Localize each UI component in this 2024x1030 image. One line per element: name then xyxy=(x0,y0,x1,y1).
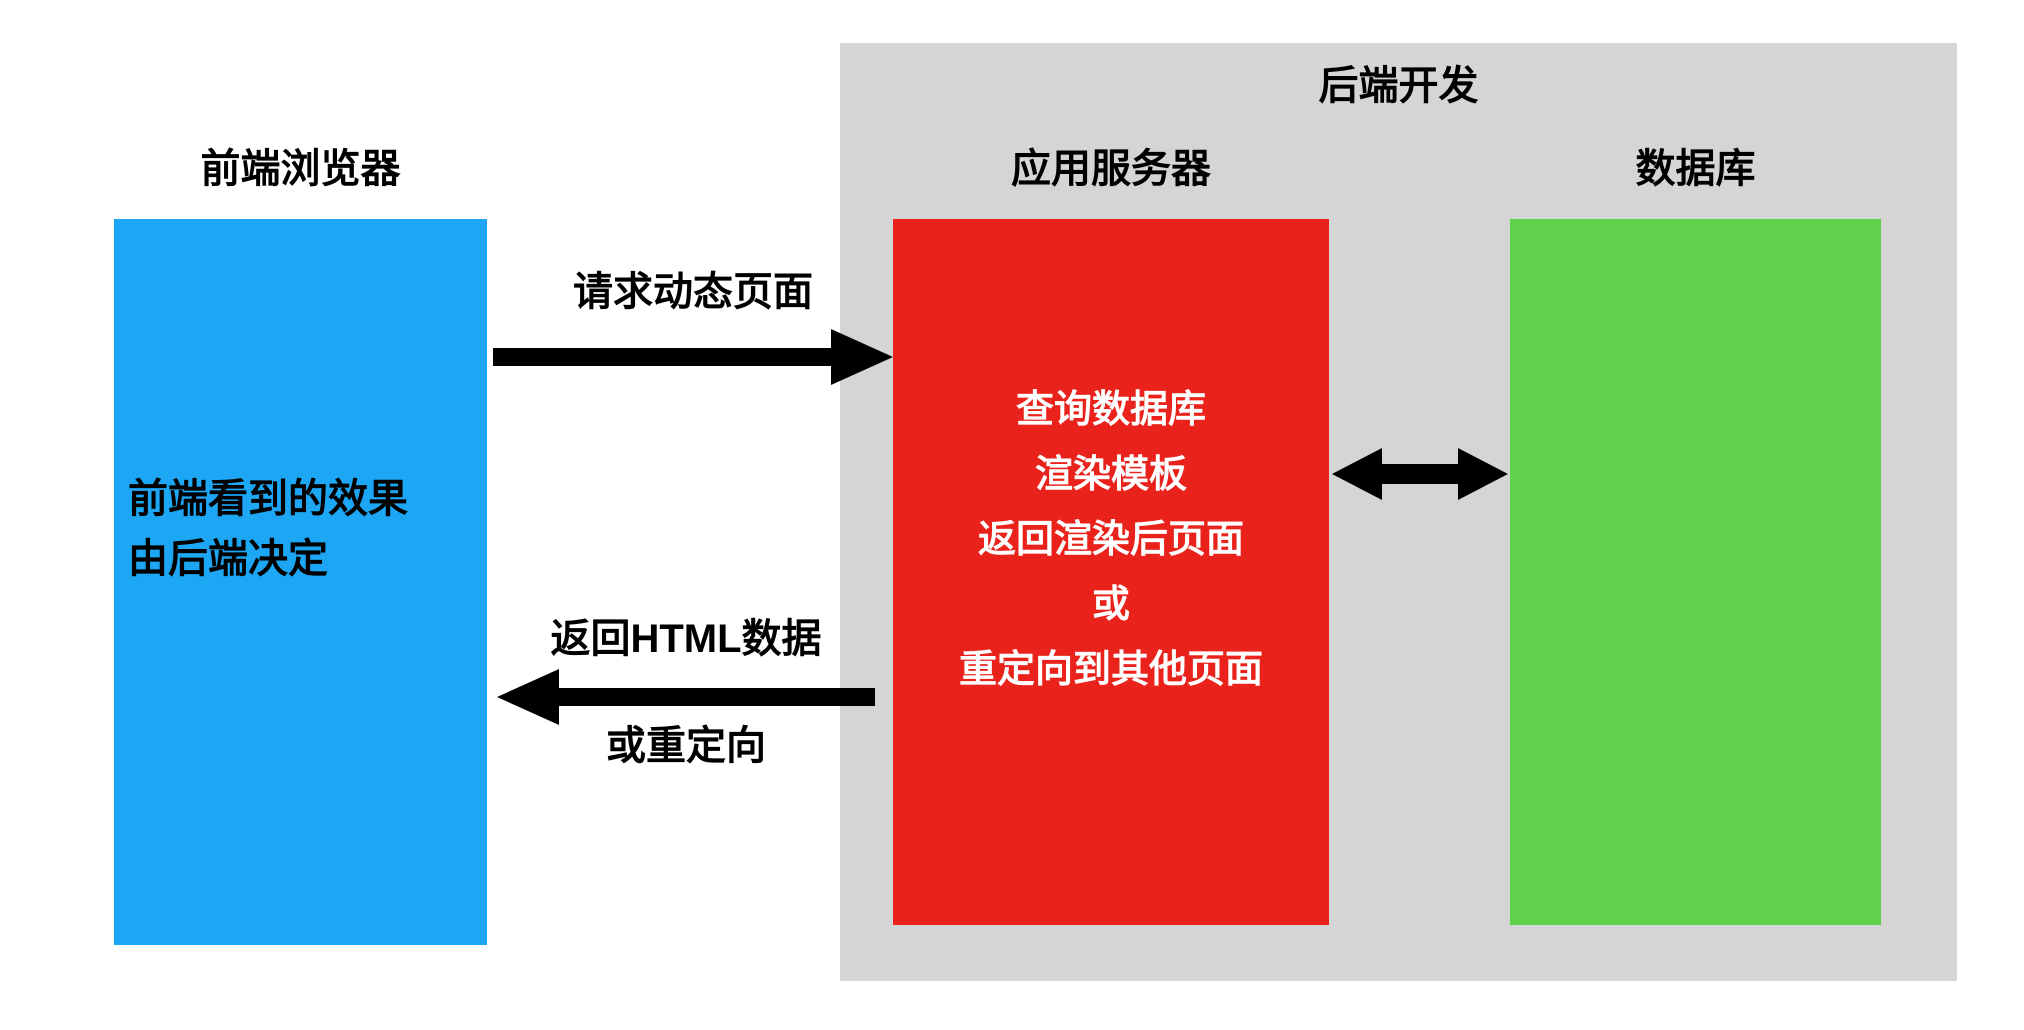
request-arrow-icon xyxy=(493,325,893,389)
app-server-text-line2: 渲染模板 xyxy=(1034,454,1187,496)
request-arrow-label: 请求动态页面 xyxy=(573,270,813,314)
frontend-browser-box: 前端看到的效果 由后端决定 xyxy=(114,219,487,945)
response-arrow-label-line2: 或重定向 xyxy=(606,724,766,768)
response-arrow-label-line1: 返回HTML数据 xyxy=(550,617,822,661)
backend-area-title: 后端开发 xyxy=(1318,64,1479,108)
app-server-text-line3: 返回渲染后页面 xyxy=(977,519,1244,561)
frontend-box-title: 前端浏览器 xyxy=(200,147,401,191)
database-box-title: 数据库 xyxy=(1635,147,1756,191)
frontend-box-text-line1: 前端看到的效果 xyxy=(128,477,408,521)
app-server-box-title: 应用服务器 xyxy=(1011,147,1211,191)
app-server-box: 查询数据库 渲染模板 返回渲染后页面 或 重定向到其他页面 xyxy=(893,219,1329,925)
database-box xyxy=(1510,219,1881,925)
response-arrow-icon xyxy=(497,665,875,729)
app-server-text-line4: 或 xyxy=(1091,584,1130,626)
frontend-box-text: 前端看到的效果 由后端决定 xyxy=(128,469,478,589)
app-server-text-line5: 重定向到其他页面 xyxy=(958,649,1263,691)
app-server-text-line1: 查询数据库 xyxy=(1015,389,1206,431)
frontend-box-text-line2: 由后端决定 xyxy=(128,537,328,581)
app-server-box-text: 查询数据库 渲染模板 返回渲染后页面 或 重定向到其他页面 xyxy=(893,378,1329,703)
db-double-arrow-icon xyxy=(1332,442,1508,506)
